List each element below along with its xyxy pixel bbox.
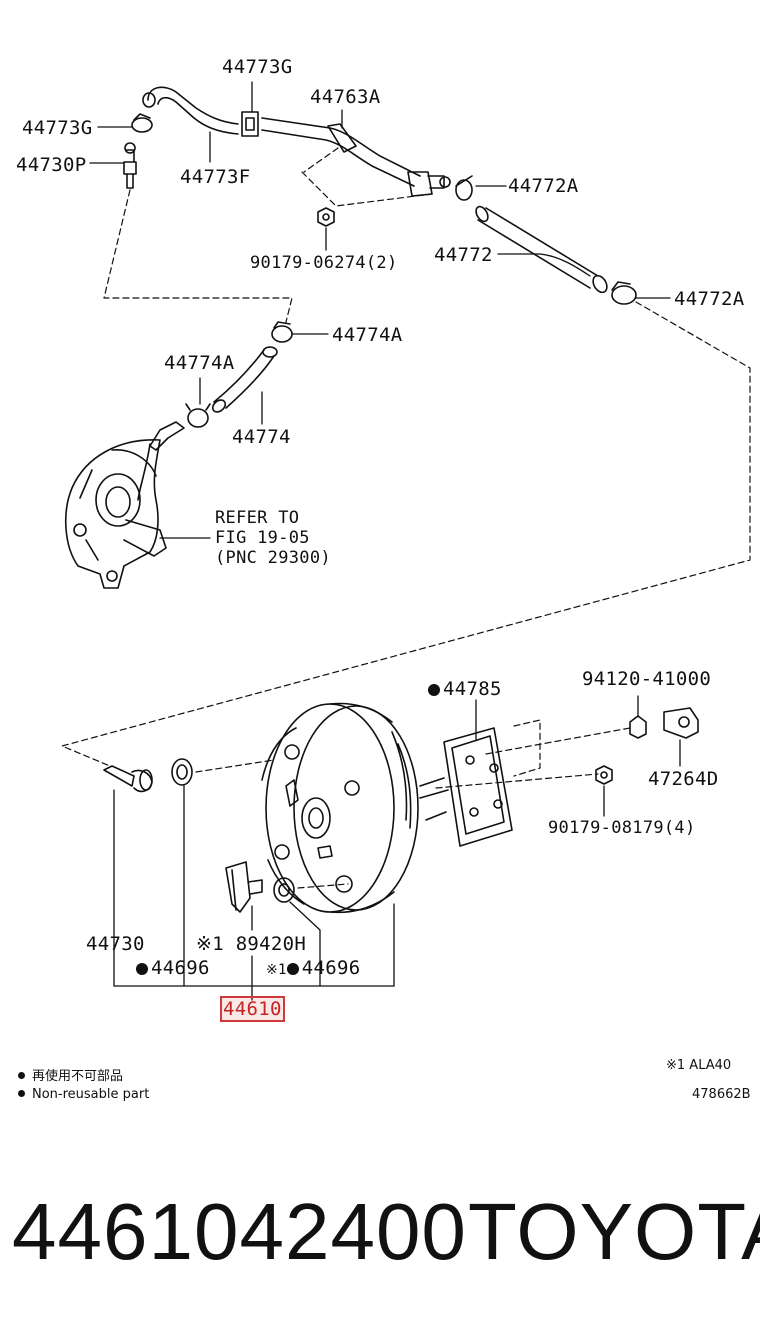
clamp-44772A-lower — [611, 281, 637, 305]
label-89420H: ※1 89420H — [196, 933, 307, 955]
label-94120-41000: 94120-41000 — [582, 668, 712, 690]
label-44773G-left: 44773G — [22, 117, 93, 139]
reference-mark: ※1 — [266, 962, 287, 978]
label-44696-b-text: 44696 — [287, 957, 361, 979]
dashed-routing-lines — [61, 147, 751, 889]
fitting-44730P — [123, 142, 137, 189]
brake-booster-44610 — [261, 702, 449, 914]
gasket-44785 — [443, 727, 513, 847]
label-44785-text: 44785 — [443, 678, 502, 700]
label-44772: 44772 — [434, 244, 493, 266]
check-valve-44730 — [103, 765, 153, 793]
label-44763A: 44763A — [310, 86, 381, 108]
vacuum-pump-illustration — [64, 421, 185, 589]
label-44772A-upper: 44772A — [508, 175, 579, 197]
label-44696-a: 44696 — [136, 957, 210, 979]
label-44774A-lower: 44774A — [164, 352, 235, 374]
figure-id: 478662B — [692, 1087, 751, 1102]
leader-lines — [89, 81, 681, 1001]
brand-title: TOYOTA — [468, 1187, 760, 1276]
label-44785: 44785 — [428, 678, 502, 700]
label-44696-a-text: 44696 — [151, 957, 210, 979]
pipe-44763A — [261, 117, 451, 197]
refer-line-3: (PNC 29300) — [215, 548, 331, 568]
legend-line-jp: 再使用不可部品 — [18, 1068, 149, 1086]
sensor-89420H — [225, 861, 263, 913]
legend: 再使用不可部品 Non-reusable part — [18, 1068, 149, 1104]
refer-line-2: FIG 19-05 — [215, 528, 310, 548]
nut-90179-08179 — [595, 765, 613, 785]
bracket-47264D — [663, 707, 699, 739]
label-44610-highlighted[interactable]: 44610 — [220, 996, 285, 1022]
hose-44773F — [142, 86, 239, 135]
clamp-44772A-upper — [455, 175, 473, 201]
footnote: ※1 ALA40 — [666, 1058, 732, 1073]
label-44774A-upper: 44774A — [332, 324, 403, 346]
label-44773F: 44773F — [180, 166, 251, 188]
grommet-44696-b — [273, 877, 295, 903]
label-90179-06274: 90179-06274(2) — [250, 253, 398, 273]
label-44730: 44730 — [86, 933, 145, 955]
label-47264D: 47264D — [648, 768, 719, 790]
grommet-44696-a — [171, 758, 193, 786]
parts-diagram — [61, 81, 751, 1001]
hose-44772 — [475, 205, 608, 294]
clamp-44774A-upper — [271, 321, 293, 343]
nut-94120-41000 — [629, 715, 647, 739]
clamp-44773G-top — [241, 111, 259, 137]
label-44774: 44774 — [232, 426, 291, 448]
label-90179-08179: 90179-08179(4) — [548, 818, 696, 838]
hose-44774 — [211, 346, 278, 413]
refer-line-1: REFER TO — [215, 508, 300, 528]
clamp-44774A-lower — [185, 403, 211, 428]
label-44730P: 44730P — [16, 154, 87, 176]
label-44772A-lower: 44772A — [674, 288, 745, 310]
label-44773G-top: 44773G — [222, 56, 293, 78]
legend-line-en: Non-reusable part — [18, 1086, 149, 1104]
nut-90179-06274 — [317, 207, 335, 227]
clamp-44773G-left — [131, 113, 153, 133]
part-number-title: 4461042400 — [12, 1187, 467, 1276]
